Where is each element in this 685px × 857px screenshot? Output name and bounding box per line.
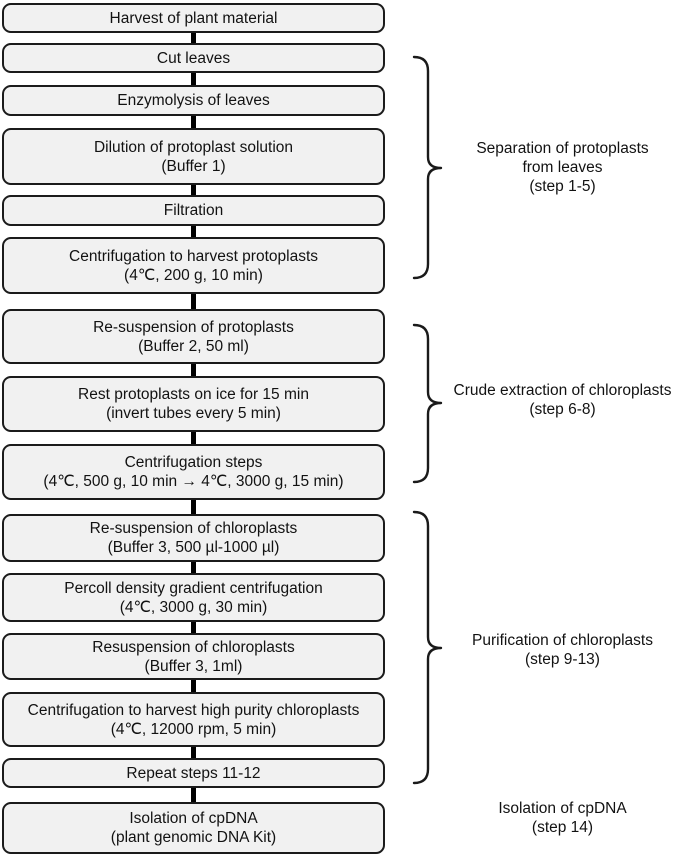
flow-box-centrifugation-high-purity: Centrifugation to harvest high purity ch… xyxy=(2,692,385,747)
box-text-line: (Buffer 3, 500 µl-1000 µl) xyxy=(107,539,280,556)
flow-box-centrifugation-protoplasts: Centrifugation to harvest protoplasts (4… xyxy=(2,237,385,294)
group-label-isolation: Isolation of cpDNA (step 14) xyxy=(440,799,685,837)
box-text-line: (4℃, 3000 g, 30 min) xyxy=(119,598,268,616)
group-braces xyxy=(412,55,443,785)
flow-box-isolation-cpdna: Isolation of cpDNA (plant genomic DNA Ki… xyxy=(2,802,385,854)
flow-box-resuspension-chloroplasts-1ml: Resuspension of chloroplasts (Buffer 3, … xyxy=(2,633,385,680)
brace-steps-1-5 xyxy=(412,55,443,280)
flow-box-harvest: Harvest of plant material xyxy=(2,3,385,33)
brace-steps-6-8 xyxy=(412,323,443,484)
group-label-line: (step 1-5) xyxy=(529,178,596,195)
group-label-line: (step 6-8) xyxy=(529,401,596,418)
box-text-line: Harvest of plant material xyxy=(109,9,278,27)
flow-box-percoll-centrifugation: Percoll density gradient centrifugation … xyxy=(2,573,385,622)
box-text-line: Centrifugation steps xyxy=(124,454,263,471)
group-label-line: Crude extraction of chloroplasts xyxy=(453,382,672,399)
flow-box-dilution: Dilution of protoplast solution (Buffer … xyxy=(2,128,385,185)
box-text-line: Repeat steps 11-12 xyxy=(126,764,261,782)
box-text-line: Resuspension of chloroplasts xyxy=(92,638,295,656)
group-label-line: from leaves xyxy=(522,159,603,176)
box-text-line: Re-suspension of chloroplasts xyxy=(89,520,298,537)
group-label-purification: Purification of chloroplasts (step 9-13) xyxy=(440,631,685,669)
box-text-line: (4℃, 200 g, 10 min) xyxy=(124,266,263,284)
group-label-line: Separation of protoplasts xyxy=(476,140,649,157)
box-text-line: Re-suspension of protoplasts xyxy=(93,318,294,336)
box-text-line: Filtration xyxy=(163,202,224,219)
flow-box-centrifugation-steps: Centrifugation steps (4℃, 500 g, 10 min … xyxy=(2,444,385,500)
flow-box-rest-on-ice: Rest protoplasts on ice for 15 min (inve… xyxy=(2,376,385,432)
group-label-line: Isolation of cpDNA xyxy=(498,800,627,817)
group-label-line: (step 14) xyxy=(531,819,594,836)
box-text-line: (Buffer 1) xyxy=(161,157,226,175)
box-text-line: Cut leaves xyxy=(156,49,231,67)
flow-box-enzymolysis: Enzymolysis of leaves xyxy=(2,85,385,116)
flow-box-resuspension-protoplasts: Re-suspension of protoplasts (Buffer 2, … xyxy=(2,309,385,364)
box-text-line: (Buffer 2, 50 ml) xyxy=(138,337,249,355)
box-text-line: Centrifugation to harvest high purity ch… xyxy=(27,701,360,719)
box-text-line: Centrifugation to harvest protoplasts xyxy=(69,247,318,265)
group-label-separation: Separation of protoplasts from leaves (s… xyxy=(440,139,685,196)
box-text-line: Rest protoplasts on ice for 15 min xyxy=(78,386,309,403)
box-text-line: (Buffer 3, 1ml) xyxy=(144,657,243,675)
flow-box-filtration: Filtration xyxy=(2,195,385,226)
box-text-line: Isolation of cpDNA xyxy=(129,810,258,827)
group-label-line: (step 9-13) xyxy=(525,651,600,668)
box-text-line: (plant genomic DNA Kit) xyxy=(110,829,277,846)
box-text-line: (invert tubes every 5 min) xyxy=(106,405,281,422)
flow-box-repeat-steps: Repeat steps 11-12 xyxy=(2,758,385,788)
box-text-line: (4℃, 500 g, 10 min → 4℃, 3000 g, 15 min) xyxy=(43,473,344,490)
flow-box-resuspension-chloroplasts-buffer3: Re-suspension of chloroplasts (Buffer 3,… xyxy=(2,514,385,562)
box-text-line: Dilution of protoplast solution xyxy=(93,138,294,156)
box-text-line: Percoll density gradient centrifugation xyxy=(64,579,323,597)
group-label-line: Purification of chloroplasts xyxy=(472,632,653,649)
box-text-line: Enzymolysis of leaves xyxy=(117,92,270,109)
brace-steps-9-13 xyxy=(412,510,443,785)
box-text-line: (4℃, 12000 rpm, 5 min) xyxy=(110,720,277,738)
group-label-crude-extraction: Crude extraction of chloroplasts (step 6… xyxy=(440,381,685,419)
flow-box-cut-leaves: Cut leaves xyxy=(2,43,385,73)
